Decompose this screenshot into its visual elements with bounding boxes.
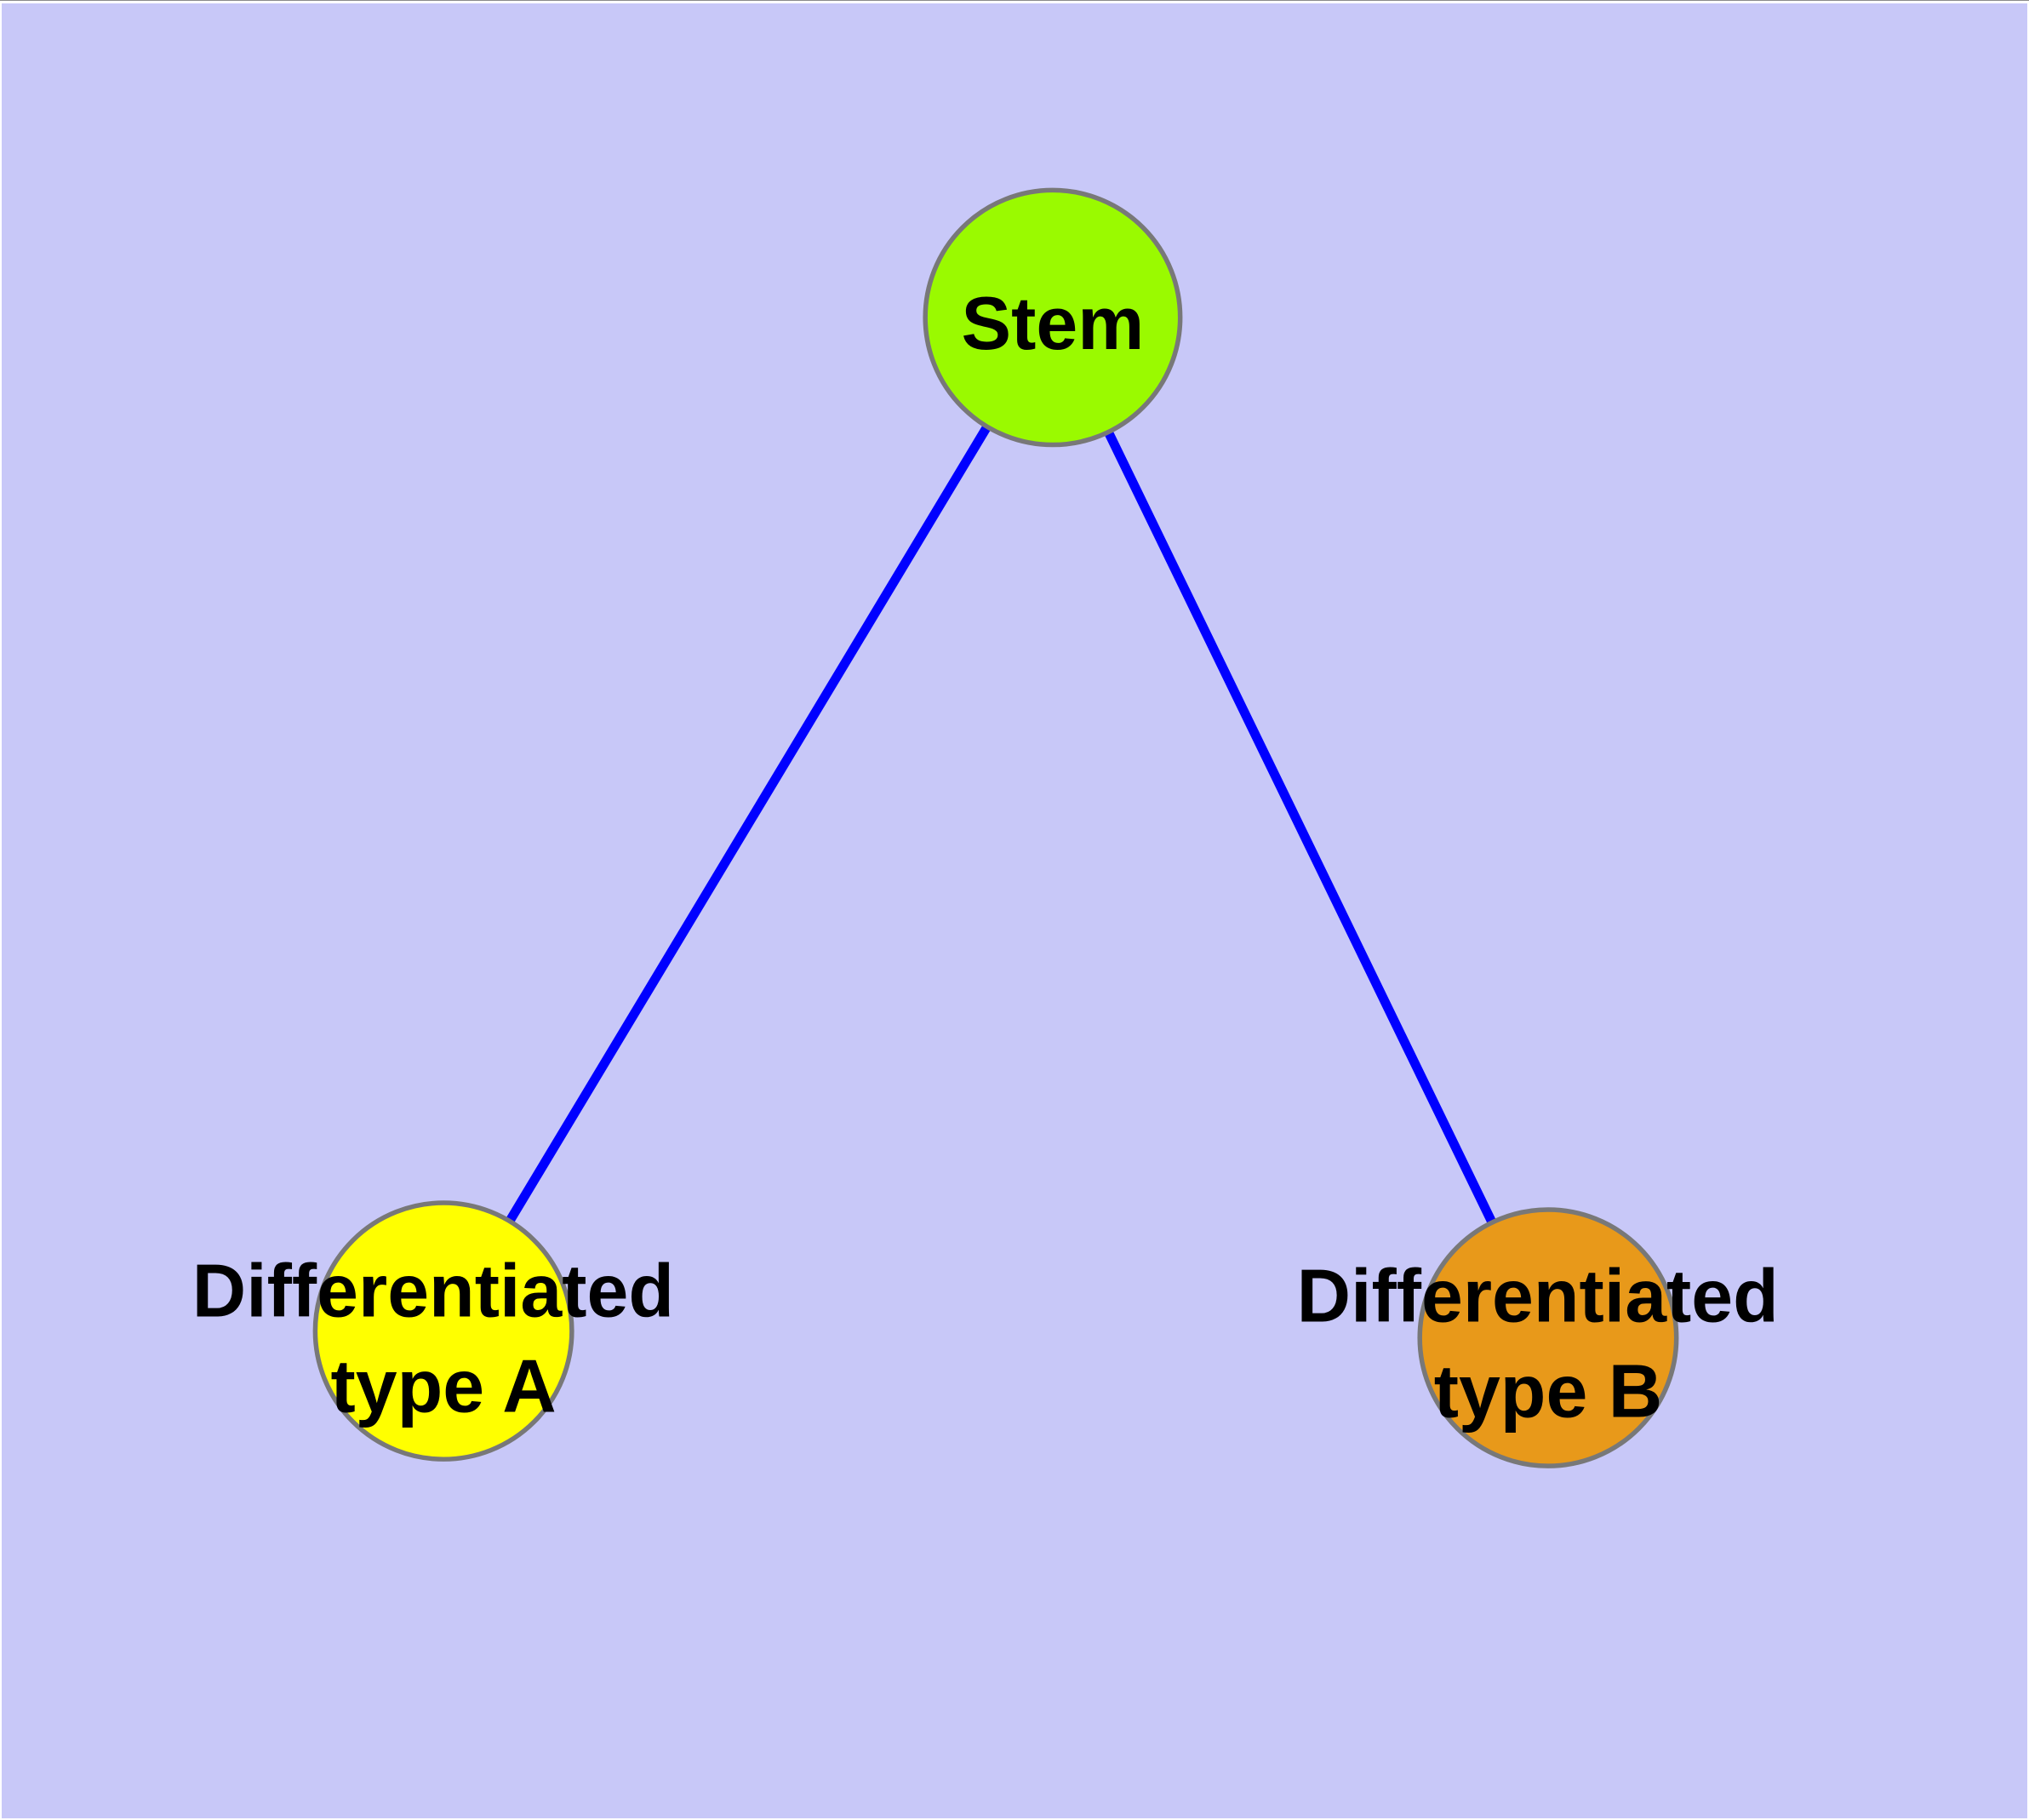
node-differentiated-type-a-label: Differentiated type A (192, 1250, 695, 1428)
graph-canvas: Stem Differentiated type A Differentiate… (2, 3, 2027, 1818)
label-line: Differentiated (192, 1250, 674, 1333)
window-top-edge (0, 0, 2029, 1)
graph-svg: Stem Differentiated type A Differentiate… (192, 187, 1800, 1468)
node-stem[interactable] (923, 187, 1183, 448)
node-differentiated-type-a[interactable] (312, 1200, 574, 1462)
node-stem-label: Stem (962, 282, 1145, 365)
label-line: Differentiated (1297, 1255, 1779, 1338)
node-differentiated-type-b[interactable] (1417, 1207, 1679, 1468)
node-differentiated-type-b-label: Differentiated type B (1297, 1255, 1800, 1434)
edge-stem-to-type-b (1048, 312, 1553, 1343)
label-line: type A (331, 1344, 557, 1428)
label-line: type B (1434, 1349, 1662, 1433)
edge-stem-to-type-a (438, 312, 1058, 1336)
